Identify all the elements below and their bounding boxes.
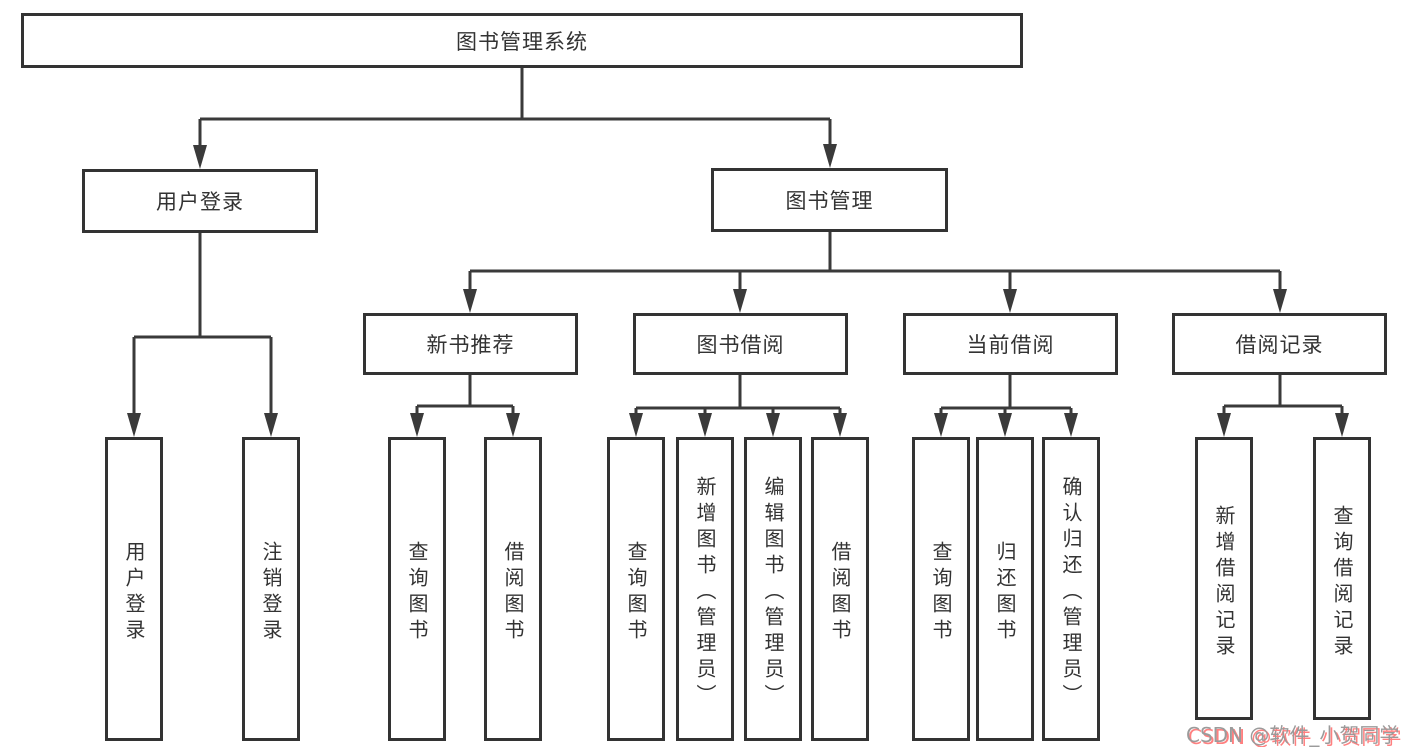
node-query-book-1: 查询图书 — [388, 437, 446, 741]
csdn-watermark: CSDN @软件_小贺同学 — [1186, 723, 1400, 747]
arrowhead-icons — [127, 144, 1349, 437]
node-root-system: 图书管理系统 — [21, 13, 1023, 68]
node-current-borrow: 当前借阅 — [903, 313, 1118, 375]
node-borrow-book-2: 借阅图书 — [811, 437, 869, 741]
node-query-borrow-record: 查询借阅记录 — [1313, 437, 1371, 720]
node-add-book-admin: 新增图书（管理员） — [676, 437, 734, 741]
node-user-login: 用户登录 — [82, 169, 318, 233]
node-logout: 注销登录 — [242, 437, 300, 741]
node-new-book-recommend: 新书推荐 — [363, 313, 578, 375]
node-book-management: 图书管理 — [711, 168, 948, 232]
node-borrow-book-1: 借阅图书 — [484, 437, 542, 741]
node-user-login-leaf: 用户登录 — [105, 437, 163, 741]
node-book-borrow: 图书借阅 — [633, 313, 848, 375]
node-borrow-record: 借阅记录 — [1172, 313, 1387, 375]
connector-shafts — [132, 68, 1344, 415]
node-query-book-2: 查询图书 — [607, 437, 665, 741]
node-confirm-return-admin: 确认归还（管理员） — [1042, 437, 1100, 741]
node-edit-book-admin: 编辑图书（管理员） — [744, 437, 802, 741]
node-add-borrow-record: 新增借阅记录 — [1195, 437, 1253, 720]
node-query-book-3: 查询图书 — [912, 437, 970, 741]
node-return-book: 归还图书 — [976, 437, 1034, 741]
